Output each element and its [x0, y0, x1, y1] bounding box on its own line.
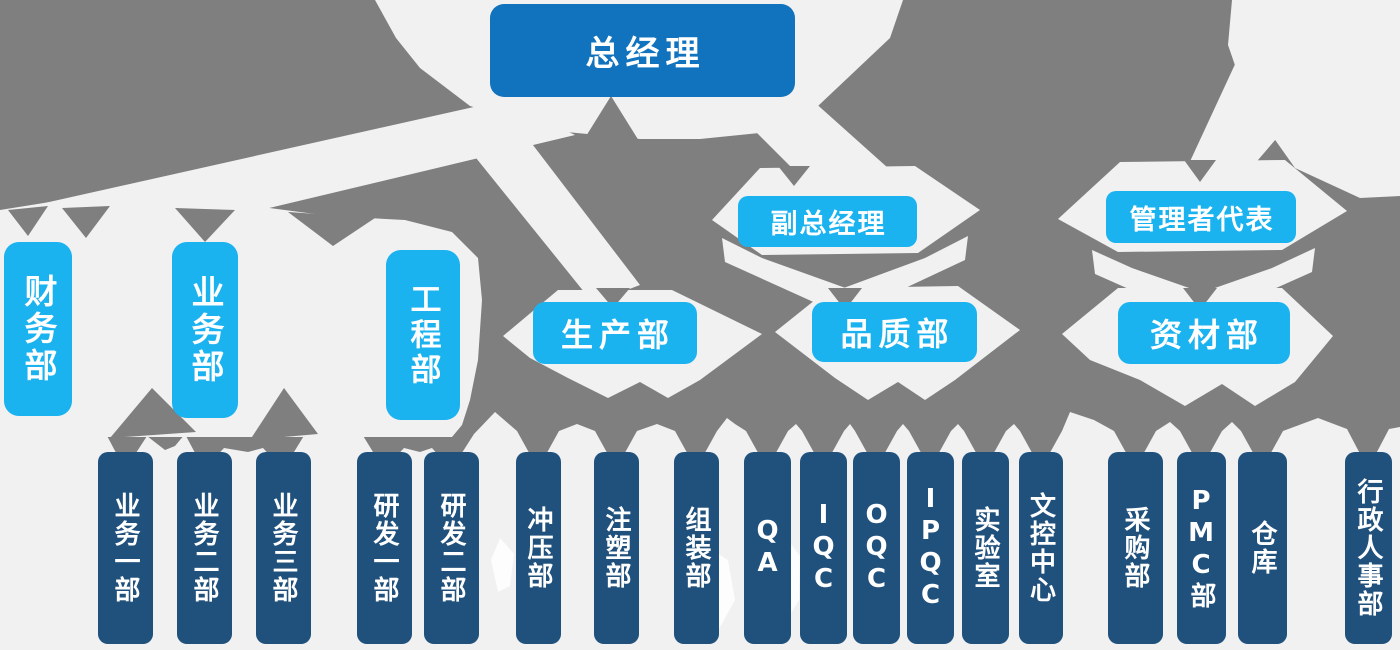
node-unit-warehouse: 仓库 — [1238, 452, 1287, 644]
unit-label: 采购部 — [1120, 506, 1150, 590]
unit-label: PMC部 — [1186, 486, 1216, 610]
node-dept-quality: 品质部 — [812, 302, 977, 362]
node-unit-rnd-1: 研发一部 — [357, 452, 412, 644]
node-unit-admin-hr: 行政人事部 — [1345, 452, 1392, 644]
unit-label: 研发一部 — [369, 492, 399, 604]
unit-label: 行政人事部 — [1353, 478, 1383, 618]
ribbon-topright-corner — [1228, 0, 1400, 198]
node-unit-qa: QA — [744, 452, 791, 644]
node-unit-oqc: OQC — [853, 452, 900, 644]
node-unit-iqc: IQC — [800, 452, 847, 644]
node-dept-material: 资材部 — [1118, 302, 1290, 364]
unit-label: 冲压部 — [523, 506, 553, 590]
node-unit-doc-control: 文控中心 — [1019, 452, 1063, 644]
node-deputy-general-manager-label: 副总经理 — [770, 209, 887, 240]
unit-label: IPQC — [915, 484, 946, 612]
unit-label: 业务二部 — [189, 492, 219, 604]
node-unit-purchasing: 采购部 — [1108, 452, 1163, 644]
node-unit-injection: 注塑部 — [594, 452, 639, 644]
node-dept-business: 业务部 — [172, 242, 238, 418]
node-management-representative-label: 管理者代表 — [1129, 204, 1275, 236]
node-management-representative: 管理者代表 — [1106, 191, 1296, 243]
ribbon-left-region — [0, 202, 482, 442]
wedge-under-root — [583, 96, 639, 141]
notch-production — [596, 288, 630, 308]
wedge-left-top-4 — [288, 212, 375, 246]
ribbon-root-to-production — [468, 132, 640, 303]
node-dept-business-label: 业务部 — [186, 274, 225, 386]
node-dept-production-label: 生产部 — [560, 316, 675, 354]
unit-label: OQC — [861, 500, 892, 596]
node-unit-ipqc: IPQC — [907, 452, 954, 644]
wedge-left-bottom-1 — [110, 388, 196, 438]
unit-label: 注塑部 — [601, 506, 631, 590]
notch-quality — [828, 288, 862, 310]
notch-vicegm — [778, 166, 810, 186]
node-dept-engineering-label: 工程部 — [404, 282, 441, 388]
wedge-left-bottom-2 — [250, 388, 318, 440]
node-dept-quality-label: 品质部 — [840, 315, 955, 353]
node-unit-stamping: 冲压部 — [516, 452, 561, 644]
node-dept-finance-label: 财务部 — [19, 273, 58, 385]
node-unit-business-3: 业务三部 — [256, 452, 311, 644]
ribbon-under-finance — [0, 413, 95, 458]
node-unit-business-1: 业务一部 — [98, 452, 153, 644]
node-unit-rnd-2: 研发二部 — [424, 452, 479, 644]
node-unit-business-2: 业务二部 — [177, 452, 232, 644]
notch-rep — [1184, 160, 1216, 182]
unit-label: 业务三部 — [268, 492, 298, 604]
node-deputy-general-manager: 副总经理 — [738, 196, 917, 247]
node-unit-assembly: 组装部 — [674, 452, 719, 644]
decor-blob-1 — [491, 538, 514, 592]
notch-material — [1183, 288, 1217, 310]
node-dept-production: 生产部 — [533, 302, 697, 364]
node-dept-material-label: 资材部 — [1149, 316, 1264, 354]
unit-label: 仓库 — [1247, 520, 1277, 576]
unit-label: QA — [752, 516, 783, 580]
unit-label: IQC — [808, 500, 839, 596]
wedge-left-top-1 — [8, 206, 48, 236]
node-general-manager-label: 总经理 — [585, 34, 706, 74]
node-unit-lab: 实验室 — [962, 452, 1009, 644]
node-unit-pmc: PMC部 — [1177, 452, 1226, 644]
unit-label: 实验室 — [970, 506, 1000, 590]
wedge-left-top-3 — [175, 208, 235, 242]
node-dept-finance: 财务部 — [4, 242, 72, 416]
unit-label: 组装部 — [681, 506, 711, 590]
unit-label: 研发二部 — [436, 492, 466, 604]
unit-label: 业务一部 — [110, 492, 140, 604]
wedge-left-top-2 — [62, 206, 110, 238]
unit-label: 文控中心 — [1025, 492, 1056, 604]
node-general-manager: 总经理 — [490, 4, 795, 97]
node-dept-engineering: 工程部 — [386, 250, 460, 420]
